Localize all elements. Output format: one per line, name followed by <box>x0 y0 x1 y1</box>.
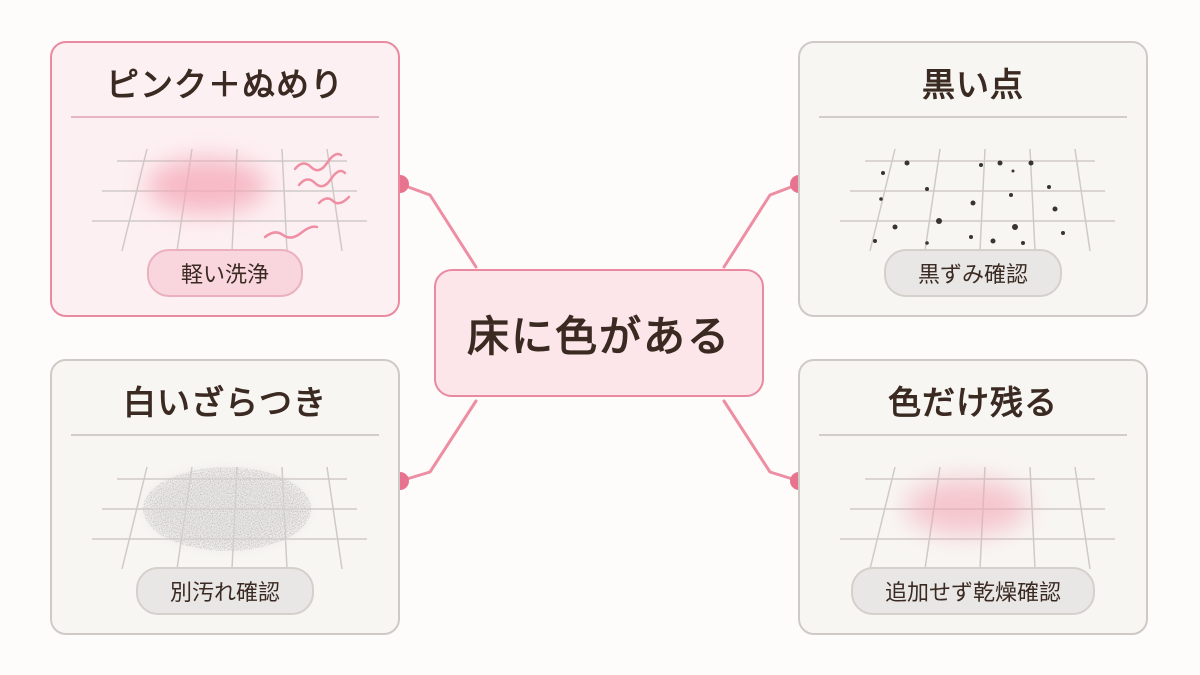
branch-card-pink: ピンク＋ぬめり 軽い洗浄 <box>50 41 400 317</box>
action-pill: 別汚れ確認 <box>135 567 315 615</box>
connector-line-pink <box>398 182 478 269</box>
center-node-label: 床に色がある <box>466 311 731 361</box>
white-rough-stain-icon <box>92 466 367 569</box>
connector-line-white <box>398 399 478 483</box>
card-divider <box>819 434 1127 436</box>
connector-line-black <box>722 182 801 269</box>
card-divider <box>71 434 379 436</box>
pink-slime-stain-icon <box>92 148 367 251</box>
faint-color-stain-icon <box>840 466 1115 569</box>
center-node: 床に色がある <box>434 269 764 397</box>
card-divider <box>71 116 379 118</box>
card-divider <box>819 116 1127 118</box>
action-pill: 追加せず乾燥確認 <box>850 567 1096 615</box>
action-pill: 軽い洗浄 <box>146 249 304 297</box>
card-title: 白いざらつき <box>123 383 327 422</box>
connector-line-color <box>722 399 801 483</box>
branch-card-white: 白いざらつき 別汚れ確認 <box>50 359 400 635</box>
black-dots-stain-icon <box>840 148 1115 251</box>
branch-card-color: 色だけ残る 追加せず乾燥確認 <box>798 359 1148 635</box>
card-title: ピンク＋ぬめり <box>106 65 344 104</box>
branch-card-black: 黒い点 黒ずみ確認 <box>798 41 1148 317</box>
card-title: 色だけ残る <box>888 383 1058 422</box>
card-title: 黒い点 <box>922 65 1024 104</box>
action-pill: 黒ずみ確認 <box>883 249 1063 297</box>
